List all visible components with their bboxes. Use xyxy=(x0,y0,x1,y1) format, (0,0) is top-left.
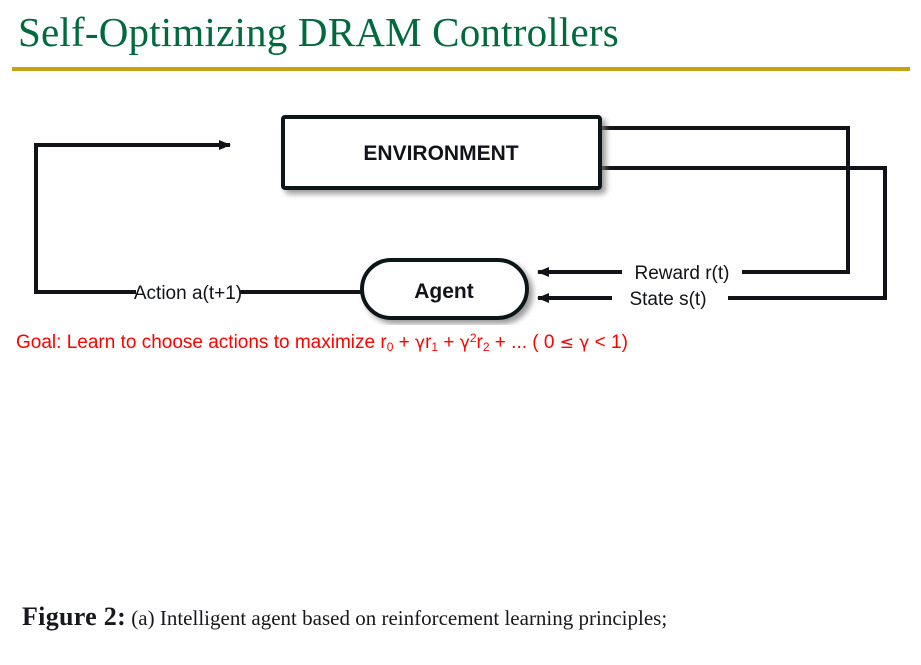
rl-loop-diagram: ENVIRONMENT Agent Action a(t+1) Reward r… xyxy=(0,100,921,325)
goal-range-tail: < 1) xyxy=(589,332,628,353)
node-environment[interactable]: ENVIRONMENT xyxy=(281,115,602,190)
action-label: Action a(t+1) xyxy=(134,283,242,304)
goal-term-1: r xyxy=(380,332,387,353)
goal-term-3-sub: 2 xyxy=(482,340,490,354)
title-divider xyxy=(12,67,910,71)
diagram-canvas: ENVIRONMENT Agent Action a(t+1) Reward r… xyxy=(34,115,887,320)
edge-reward-path xyxy=(537,126,850,277)
environment-label: ENVIRONMENT xyxy=(363,142,518,165)
agent-label: Agent xyxy=(414,280,474,303)
goal-statement: Goal: Learn to choose actions to maximiz… xyxy=(16,326,628,359)
goal-plus-2: + xyxy=(438,332,460,353)
edge-state-path xyxy=(537,166,887,303)
state-label: State s(t) xyxy=(629,289,706,310)
figure-caption-body: (a) Intelligent agent based on reinforce… xyxy=(126,606,668,630)
goal-gamma-2-exponent: 2 xyxy=(469,331,477,345)
goal-gamma-1: γ xyxy=(415,333,426,353)
goal-term-3: r xyxy=(476,332,483,353)
environment-box[interactable] xyxy=(281,115,602,190)
node-agent[interactable]: Agent xyxy=(360,258,529,320)
edge-action-path xyxy=(34,140,362,294)
edge-label-action: Action a(t+1) xyxy=(134,278,242,306)
goal-prefix: Goal: Learn to choose actions to maximiz… xyxy=(16,332,381,353)
goal-gamma-2: γ xyxy=(459,333,470,353)
page-title: Self-Optimizing DRAM Controllers xyxy=(18,9,619,55)
edge-label-reward: Reward r(t) xyxy=(622,258,742,286)
goal-ellipsis: + ... ( 0 xyxy=(489,332,560,353)
goal-term-2: r xyxy=(425,332,432,353)
goal-gamma-3: γ xyxy=(579,333,590,353)
goal-plus-1: + xyxy=(393,332,416,353)
goal-leq-symbol: ≤ xyxy=(559,333,575,353)
figure-caption: Figure 2: (a) Intelligent agent based on… xyxy=(22,602,902,633)
figure-caption-head: Figure 2: xyxy=(22,602,127,631)
reward-label: Reward r(t) xyxy=(634,263,729,284)
goal-term-2-sub: 1 xyxy=(431,340,439,354)
goal-term-1-sub: 0 xyxy=(386,340,394,354)
edge-label-state: State s(t) xyxy=(612,284,728,312)
agent-box[interactable] xyxy=(360,258,529,320)
